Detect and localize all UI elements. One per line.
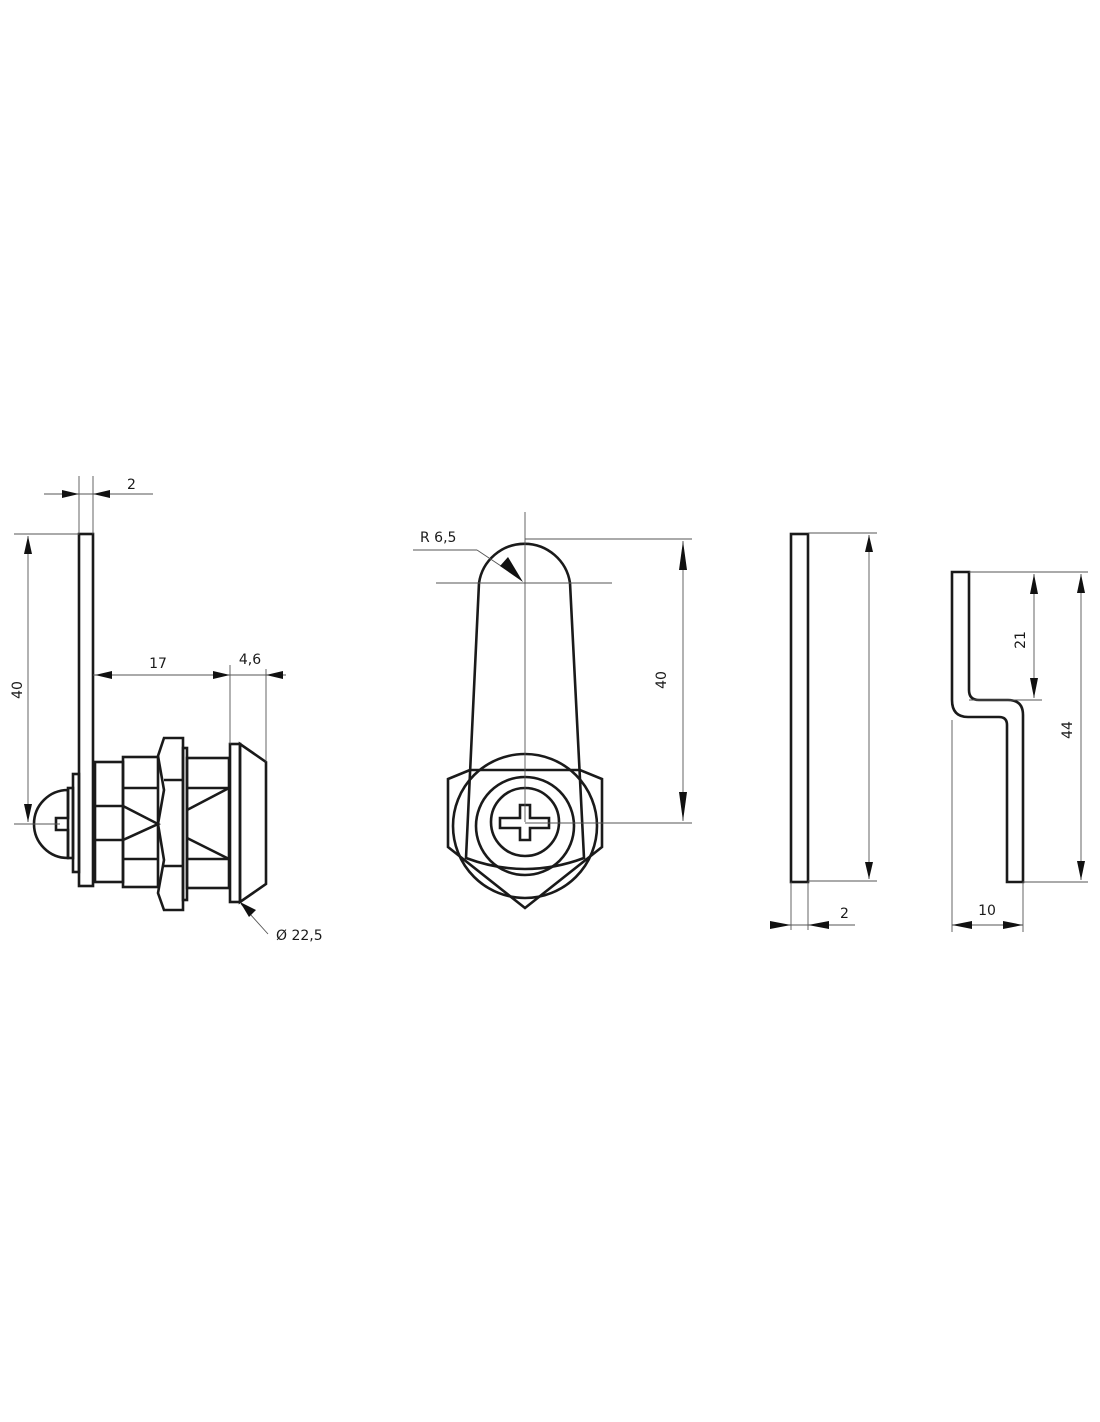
- hex-body: [446, 768, 604, 910]
- dim-cam-length: 40: [654, 671, 670, 689]
- dim-cam-thickness: 2: [127, 477, 136, 493]
- dim-total-height: 44: [1060, 721, 1076, 739]
- dim-offset-width: 10: [978, 903, 996, 919]
- dim-offset-height: 21: [1013, 631, 1029, 649]
- body-block: [93, 760, 125, 884]
- straight-cam: [789, 532, 810, 884]
- straight-cam-view: 2: [770, 532, 877, 930]
- cam-arm: [464, 542, 586, 871]
- cam-plate: [77, 532, 95, 888]
- dim-straight-thickness: 2: [840, 906, 849, 922]
- flange-cone: [238, 741, 268, 905]
- offset-cam: [950, 570, 1025, 884]
- offset-cam-view: 21 44 10: [950, 570, 1088, 932]
- side-view: 2 40 17 4,6 Ø 22,5: [10, 476, 323, 944]
- dim-body-length: 17: [149, 656, 167, 672]
- screw-washer-2: [71, 772, 81, 874]
- flange: [228, 742, 242, 904]
- dim-cam-height: 40: [10, 681, 26, 699]
- hex-nut: [156, 736, 185, 912]
- phillips-cross-icon: [498, 803, 551, 842]
- thread-section-right: [185, 756, 231, 890]
- dim-flange-diameter: Ø 22,5: [276, 928, 323, 944]
- dim-flange-thickness: 4,6: [239, 652, 261, 668]
- dim-tip-radius: R 6,5: [420, 530, 456, 546]
- front-view: R 6,5 40: [413, 512, 692, 910]
